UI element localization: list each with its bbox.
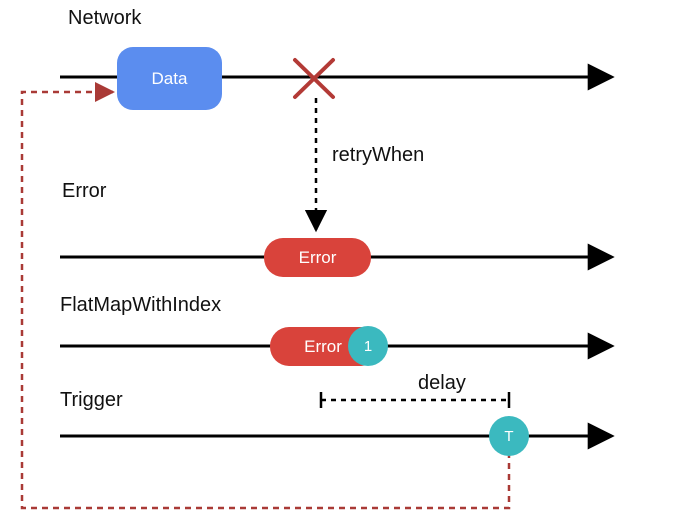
error-cross-icon <box>293 58 335 99</box>
data-chip <box>117 47 222 110</box>
label-error-stream: Error <box>62 180 107 202</box>
trigger-chip-label: T <box>504 428 513 445</box>
flatmap-error-chip-label: Error <box>304 337 342 356</box>
label-retry-when: retryWhen <box>332 144 424 166</box>
label-flatmap: FlatMapWithIndex <box>60 294 221 316</box>
label-trigger: Trigger <box>60 389 123 411</box>
delay-range <box>319 392 511 408</box>
label-delay: delay <box>418 372 466 394</box>
index-chip <box>348 326 388 366</box>
retry-loop-connector <box>20 82 511 510</box>
error-chip-label: Error <box>299 248 337 267</box>
error-chip <box>264 238 371 277</box>
label-network: Network <box>68 7 142 29</box>
trigger-chip <box>489 416 529 456</box>
data-chip-label: Data <box>152 69 188 88</box>
index-chip-label: 1 <box>364 338 372 355</box>
